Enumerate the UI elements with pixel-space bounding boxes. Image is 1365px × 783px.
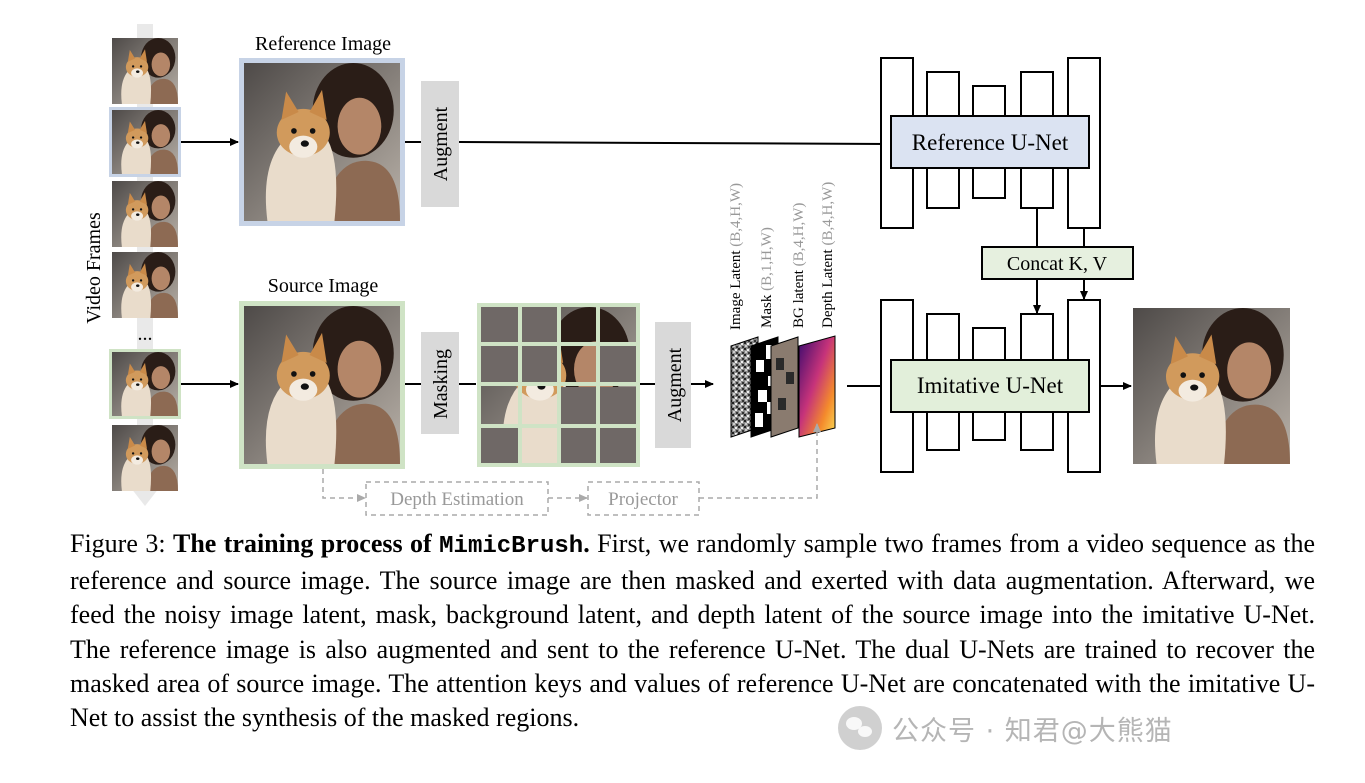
video-frame-6 (112, 425, 178, 491)
source-augment-box (655, 322, 691, 448)
method-name: MimicBrush (439, 533, 584, 560)
source-branch: Source Image Masking (181, 275, 714, 469)
video-frame-5-source (112, 352, 178, 416)
depth-estimation-box (365, 481, 549, 516)
masked-source-image (477, 303, 640, 467)
output-image (1133, 308, 1290, 464)
reference-branch: Reference Image Augment (181, 33, 890, 226)
caption-body: First, we randomly sample two frames fro… (70, 529, 1316, 733)
latent-stack: Image Latent (B,4,H,W) Mask (B,1,H,W) BG… (728, 182, 890, 438)
wechat-icon (838, 706, 882, 750)
depth-estimation-label: Depth Estimation (390, 489, 524, 510)
imitative-unet (880, 299, 1101, 473)
source-image-label: Source Image (268, 275, 379, 297)
masking-label: Masking (430, 349, 452, 419)
reference-image-label: Reference Image (255, 33, 391, 55)
concat-box (981, 246, 1134, 280)
source-augment-label: Augment (664, 347, 686, 422)
concat-label: Concat K, V (1007, 253, 1108, 275)
video-frames-column: ... Video Frames (83, 24, 181, 506)
projector-label: Projector (608, 489, 678, 510)
masking-box (421, 332, 459, 434)
latent-label-bg: BG latent (B,4,H,W) (791, 203, 807, 328)
depth-estimation-path: Depth Estimation Projector (322, 423, 821, 516)
caption-figure-label: Figure 3: (70, 529, 166, 558)
reference-image (244, 63, 400, 221)
reference-augment-box (421, 81, 459, 207)
watermark: 公众号 · 知君@大熊猫 (838, 700, 1338, 756)
video-frame-4 (112, 252, 178, 318)
reference-unet (880, 57, 1101, 229)
latent-label-image: Image Latent (B,4,H,W) (728, 183, 744, 330)
reference-unet-box (890, 115, 1090, 169)
concat-kv: Concat K, V (981, 208, 1134, 314)
reference-augment-label: Augment (430, 106, 452, 181)
imitative-unet-box (890, 359, 1090, 413)
projector-box (587, 481, 700, 516)
video-frames-label: Video Frames (83, 212, 105, 324)
latent-label-mask: Mask (B,1,H,W) (759, 227, 775, 328)
video-frame-1 (112, 38, 178, 104)
caption-bold-title: The training process of MimicBrush. (172, 529, 590, 560)
video-frame-3 (112, 181, 178, 247)
latent-label-depth: Depth Latent (B,4,H,W) (820, 182, 836, 328)
bg-latent-slab (770, 336, 799, 438)
reference-unet-label: Reference U-Net (912, 130, 1069, 155)
depth-latent-slab (798, 335, 836, 438)
imitative-unet-label: Imitative U-Net (917, 373, 1064, 398)
video-frame-2-reference (112, 110, 178, 174)
watermark-text: 公众号 · 知君@大熊猫 (892, 715, 1173, 747)
training-process-diagram: ... Video Frames Reference Image Augment… (83, 24, 1290, 516)
figure-caption: Figure 3: The training process of MimicB… (70, 527, 1315, 735)
frames-ellipsis: ... (138, 323, 153, 345)
source-image (244, 306, 400, 464)
